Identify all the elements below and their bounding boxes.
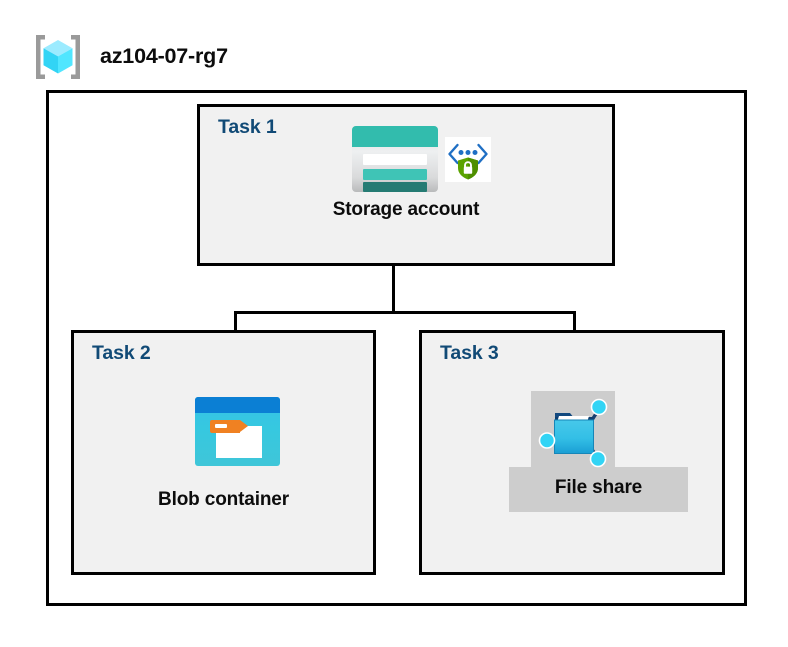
blob-icon-tag [210, 420, 248, 433]
blob-container-caption: Blob container [158, 489, 289, 510]
blob-container-icon [195, 397, 280, 466]
resource-group-cube-icon [30, 29, 86, 85]
storage-icon-cap [352, 126, 438, 147]
task-3-label: Task 3 [440, 342, 499, 364]
storage-icon-row-2 [363, 169, 427, 180]
storage-icon-row-3 [363, 182, 427, 192]
task-1-label: Task 1 [218, 116, 277, 138]
resource-group-header: az104-07-rg7 [30, 26, 330, 88]
file-share-caption: File share [554, 477, 643, 498]
resource-group-name: az104-07-rg7 [100, 44, 228, 69]
blob-icon-titlebar [195, 397, 280, 413]
storage-icon-row-1 [363, 154, 427, 165]
task-2-label: Task 2 [92, 342, 151, 364]
connector-storage-trunk [392, 266, 395, 314]
storage-account-icon [352, 126, 438, 192]
file-share-folder-icon [537, 395, 611, 469]
connector-horizontal-bus [234, 311, 576, 314]
file-share-label-highlight [509, 467, 688, 512]
storage-account-caption: Storage account [332, 199, 480, 220]
secure-endpoint-shield-icon [445, 137, 491, 182]
